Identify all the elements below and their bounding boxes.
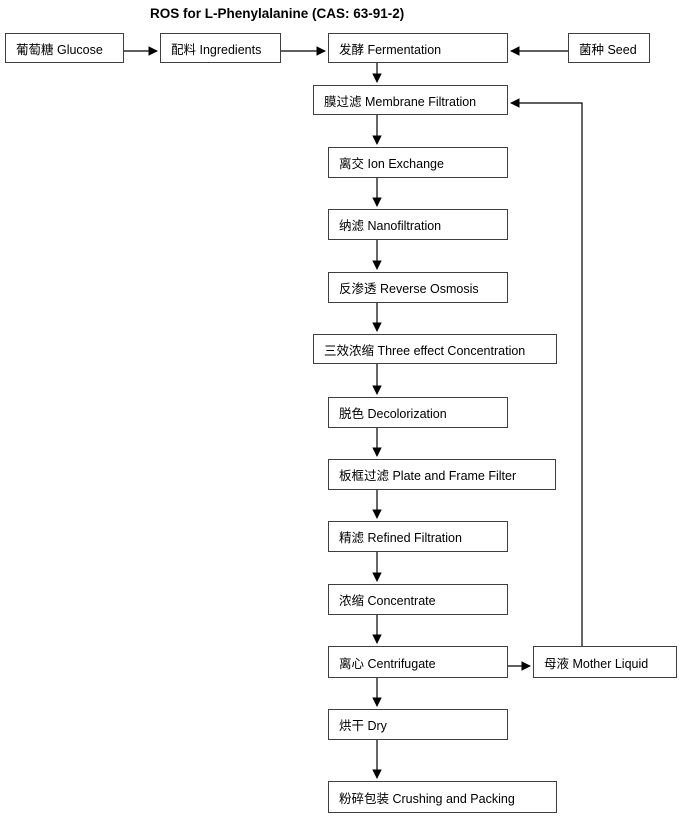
node-glucose: 葡萄糖 Glucose	[5, 33, 124, 63]
node-centrifugate: 离心 Centrifugate	[328, 646, 508, 678]
node-membrane-filtration-label: 膜过滤 Membrane Filtration	[324, 94, 477, 109]
node-dry: 烘干 Dry	[328, 709, 508, 740]
node-glucose-label: 葡萄糖 Glucose	[16, 42, 103, 57]
node-seed: 菌种 Seed	[568, 33, 650, 63]
arrow-motherliquid-to-membrane-recycle	[510, 98, 583, 646]
node-concentrate: 浓缩 Concentrate	[328, 584, 508, 615]
node-crushing-and-packing-label: 粉碎包装 Crushing and Packing	[339, 791, 515, 806]
node-plate-and-frame-filter-label: 板框过滤 Plate and Frame Filter	[339, 469, 517, 483]
node-nanofiltration-label: 纳滤 Nanofiltration	[339, 219, 442, 233]
node-fermentation-label: 发酵 Fermentation	[339, 42, 442, 57]
node-fermentation: 发酵 Fermentation	[328, 33, 508, 63]
node-concentrate-label: 浓缩 Concentrate	[339, 594, 436, 608]
node-reverse-osmosis: 反渗透 Reverse Osmosis	[328, 272, 508, 303]
node-mother-liquid: 母液 Mother Liquid	[533, 646, 677, 678]
diagram-title: ROS for L-Phenylalanine (CAS: 63-91-2)	[150, 6, 405, 21]
node-three-effect-concentration-label: 三效浓缩 Three effect Concentration	[324, 343, 526, 358]
node-plate-and-frame-filter: 板框过滤 Plate and Frame Filter	[328, 459, 556, 490]
node-dry-label: 烘干 Dry	[339, 719, 387, 733]
node-three-effect-concentration: 三效浓缩 Three effect Concentration	[313, 334, 557, 364]
node-crushing-and-packing: 粉碎包装 Crushing and Packing	[328, 781, 557, 813]
node-ion-exchange: 离交 Ion Exchange	[328, 147, 508, 178]
node-ingredients: 配料 Ingredients	[160, 33, 281, 63]
node-decolorization: 脱色 Decolorization	[328, 397, 508, 428]
node-refined-filtration: 精滤 Refined Filtration	[328, 521, 508, 552]
node-nanofiltration: 纳滤 Nanofiltration	[328, 209, 508, 240]
node-ingredients-label: 配料 Ingredients	[171, 42, 262, 57]
node-ion-exchange-label: 离交 Ion Exchange	[339, 157, 444, 171]
node-mother-liquid-label: 母液 Mother Liquid	[544, 656, 649, 671]
node-seed-label: 菌种 Seed	[579, 42, 637, 57]
node-reverse-osmosis-label: 反渗透 Reverse Osmosis	[339, 282, 479, 296]
node-centrifugate-label: 离心 Centrifugate	[339, 656, 436, 671]
node-decolorization-label: 脱色 Decolorization	[339, 407, 447, 421]
node-membrane-filtration: 膜过滤 Membrane Filtration	[313, 85, 508, 115]
node-refined-filtration-label: 精滤 Refined Filtration	[339, 531, 462, 545]
